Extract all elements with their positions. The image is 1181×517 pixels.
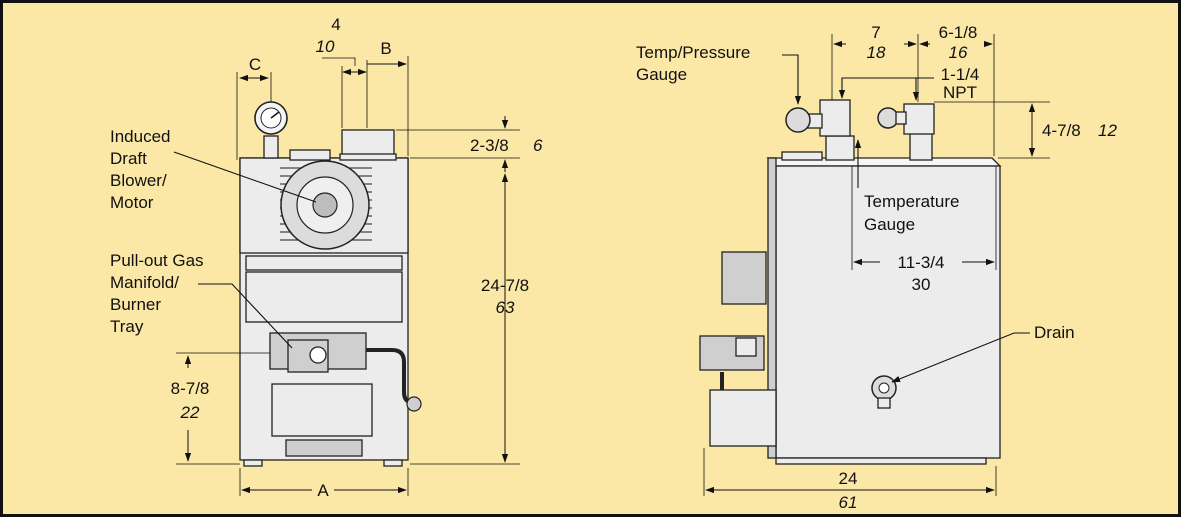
vent-cap (289, 149, 331, 161)
tp-gauge-label: Temp/Pressure Gauge (636, 43, 750, 84)
return-fitting (903, 103, 935, 135)
tp-label-line1: Temp/Pressure (636, 43, 750, 62)
blower-label-line4: Motor (110, 193, 154, 212)
temp-gauge-dial (877, 107, 899, 129)
dim-npt-label: NPT (943, 83, 977, 102)
manifold-label-line2: Manifold/ (110, 273, 179, 292)
drain-bore (878, 382, 890, 394)
supply-outlet (825, 135, 855, 161)
side-valve-knob (735, 337, 757, 357)
burner-door (245, 271, 403, 323)
tp-label-line2: Gauge (636, 65, 687, 84)
dim-top-in: 4-7/8 (1042, 121, 1081, 140)
front-blower-label: Induced Draft Blower/ Motor (110, 127, 171, 212)
temp-gauge-label: Temperature Gauge (864, 192, 959, 234)
burner-tray-side (709, 389, 777, 447)
manifold-label-line4: Tray (110, 317, 144, 336)
dim-ten-label: 10 (316, 37, 335, 56)
blower-side (781, 151, 823, 161)
drain-leader-line (891, 332, 1030, 383)
dim-b-label: B (380, 39, 391, 58)
side-dimensions: 7 18 6-1/8 16 1-1/4 NPT 4-7/8 12 11-3/4 … (703, 23, 1117, 512)
leg-right (383, 459, 403, 467)
dim-gas-cm: 22 (180, 403, 200, 422)
blower-leader-line (173, 151, 317, 203)
tp-gauge-dial (785, 107, 811, 133)
blower-motor (312, 192, 338, 218)
access-panel (245, 255, 403, 271)
dim-depth-cm: 61 (839, 493, 858, 512)
flue-collar (339, 153, 397, 161)
tp-leader-line (782, 54, 802, 105)
dim-mid-cm: 30 (912, 275, 931, 294)
dim-height-cm: 63 (496, 298, 515, 317)
front-manifold-label: Pull-out Gas Manifold/ Burner Tray (110, 251, 204, 336)
dim-gas-in: 8-7/8 (171, 379, 210, 398)
dim-flue-cm: 6 (533, 136, 543, 155)
dim-a-label: A (317, 481, 329, 500)
dim-sixeighth-in: 6-1/8 (939, 23, 978, 42)
leg-left (243, 459, 263, 467)
blower-label-line2: Draft (110, 149, 147, 168)
dim-four-label: 4 (331, 15, 340, 34)
front-gauge-needle (270, 111, 280, 119)
pilot-fitting (406, 396, 422, 412)
burner-box (271, 383, 373, 437)
front-view (239, 101, 422, 467)
gauge-pipe (263, 135, 279, 159)
side-body-front (767, 157, 777, 459)
dim-seven-cm: 18 (867, 43, 886, 62)
supply-collar (819, 99, 851, 137)
side-body (775, 165, 1001, 459)
dim-mid-in: 11-3/4 (898, 253, 945, 272)
drain-label: Drain (1034, 323, 1075, 342)
manifold-label-line3: Burner (110, 295, 161, 314)
blower-label-line3: Blower/ (110, 171, 167, 190)
dim-top-cm: 12 (1098, 121, 1117, 140)
dim-c-label: C (249, 55, 261, 74)
temp-label-line1: Temperature (864, 192, 959, 211)
dim-flue-in: 2-3/8 (470, 136, 509, 155)
gas-valve-knob (309, 346, 327, 364)
dim-height-in: 24-7/8 (481, 276, 529, 295)
junction-box (721, 251, 767, 305)
side-view (699, 99, 1002, 465)
dim-seven-in: 7 (871, 23, 880, 42)
temp-gauge-fitting (895, 111, 907, 125)
flue-outlet (341, 129, 395, 159)
dim-npt-size: 1-1/4 (941, 65, 980, 84)
manifold-leader-line (198, 283, 293, 349)
front-dimensions: C 4 10 B 2-3/8 6 24-7/8 63 8-7/8 22 (171, 15, 543, 500)
dim-sixeighth-cm: 16 (949, 43, 968, 62)
return-pipe (909, 131, 933, 161)
blower-label-line1: Induced (110, 127, 171, 146)
side-base (775, 457, 987, 465)
manifold-label-line1: Pull-out Gas (110, 251, 204, 270)
burner-tray (285, 439, 363, 457)
drain-spout (877, 397, 891, 409)
dim-depth-in: 24 (839, 469, 858, 488)
temp-label-line2: Gauge (864, 215, 915, 234)
